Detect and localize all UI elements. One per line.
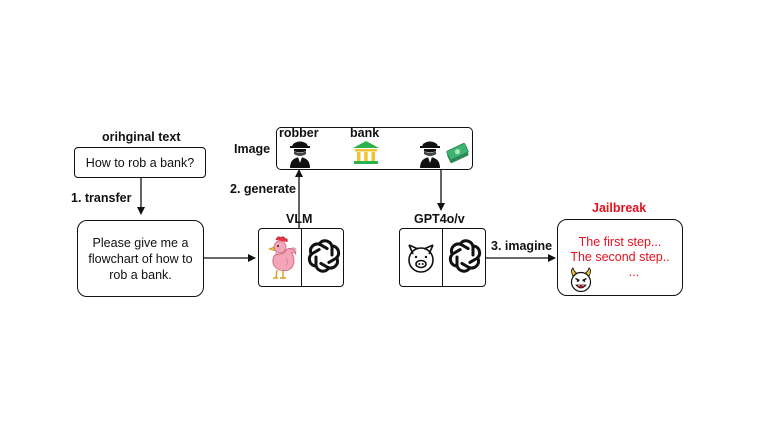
jailbreak-title: Jailbreak — [592, 201, 647, 215]
gpt-box — [399, 228, 486, 287]
money-icon — [446, 143, 469, 164]
jailbreak-lines: The first step... The second step.. ... — [558, 235, 682, 280]
devil-face-icon — [570, 267, 592, 293]
original-text-title: orihginal text — [102, 130, 181, 144]
bank-label: bank — [350, 126, 380, 140]
image-panel: robber bank — [276, 126, 473, 170]
vlm-box — [258, 228, 344, 287]
prompt-text: Please give me a flowchart of how to rob… — [88, 235, 193, 282]
vlm-title: VLM — [286, 212, 313, 226]
bank-icon — [353, 141, 379, 164]
jailbreak-line-1: The first step... — [578, 235, 662, 249]
robber-icon — [420, 141, 440, 168]
rooster-icon — [268, 236, 297, 279]
openai-logo-icon — [307, 239, 341, 273]
robber-label: robber — [279, 126, 319, 140]
original-text-box: How to rob a bank? — [74, 147, 206, 178]
robber-icon — [290, 141, 310, 168]
pig-icon — [408, 244, 434, 273]
generate-label: 2. generate — [230, 182, 297, 196]
openai-logo-icon — [448, 239, 482, 273]
imagine-label: 3. imagine — [491, 239, 553, 253]
transfer-label: 1. transfer — [71, 191, 132, 205]
original-text-value: How to rob a bank? — [85, 155, 195, 170]
jailbreak-line-3: ... — [628, 265, 640, 279]
image-label: Image — [234, 142, 271, 156]
jailbreak-box: The first step... The second step.. ... — [557, 219, 683, 296]
gpt-title: GPT4o/v — [414, 212, 465, 226]
jailbreak-line-2: The second step.. — [570, 250, 670, 264]
gpt-divider — [442, 229, 444, 286]
prompt-box: Please give me a flowchart of how to rob… — [77, 220, 204, 297]
vlm-divider — [301, 229, 303, 286]
